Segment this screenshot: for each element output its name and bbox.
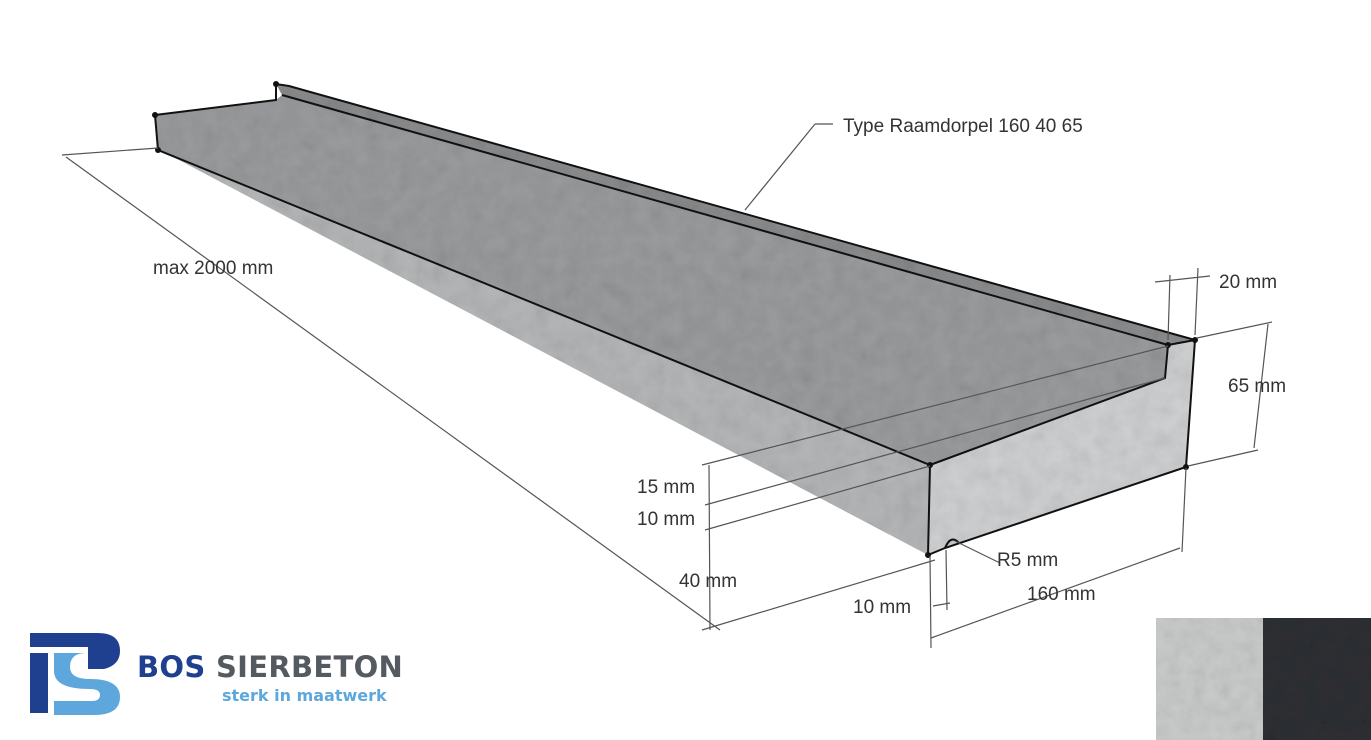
sill-end-face	[928, 340, 1195, 555]
dim-length-label: max 2000 mm	[153, 258, 273, 279]
dimension-lines	[61, 123, 1273, 649]
swatch-anthracite	[1263, 618, 1371, 740]
sill-top-surface	[155, 95, 1168, 465]
type-label: Type Raamdorpel 160 40 65	[843, 116, 1083, 137]
sill-upstand-top	[276, 84, 1195, 345]
sill-vertices	[152, 81, 1198, 558]
dim-10-bottom-label: 10 mm	[853, 597, 911, 618]
dim-40-label: 40 mm	[679, 571, 737, 592]
brand-tagline: sterk in maatwerk	[222, 686, 387, 705]
sill-front-face	[158, 150, 930, 555]
swatch-light-grey	[1156, 618, 1263, 740]
dim-160-label: 160 mm	[1027, 584, 1096, 605]
dim-20-label: 20 mm	[1219, 272, 1277, 293]
color-swatches	[1156, 618, 1371, 740]
bos-logo-icon	[30, 633, 120, 715]
dim-65-label: 65 mm	[1228, 376, 1286, 397]
dim-15-label: 15 mm	[637, 477, 695, 498]
sill-body	[155, 84, 1195, 555]
brand-name: BOS SIERBETON	[137, 650, 404, 684]
dim-10-label: 10 mm	[637, 509, 695, 530]
dim-r5-label: R5 mm	[997, 550, 1058, 571]
